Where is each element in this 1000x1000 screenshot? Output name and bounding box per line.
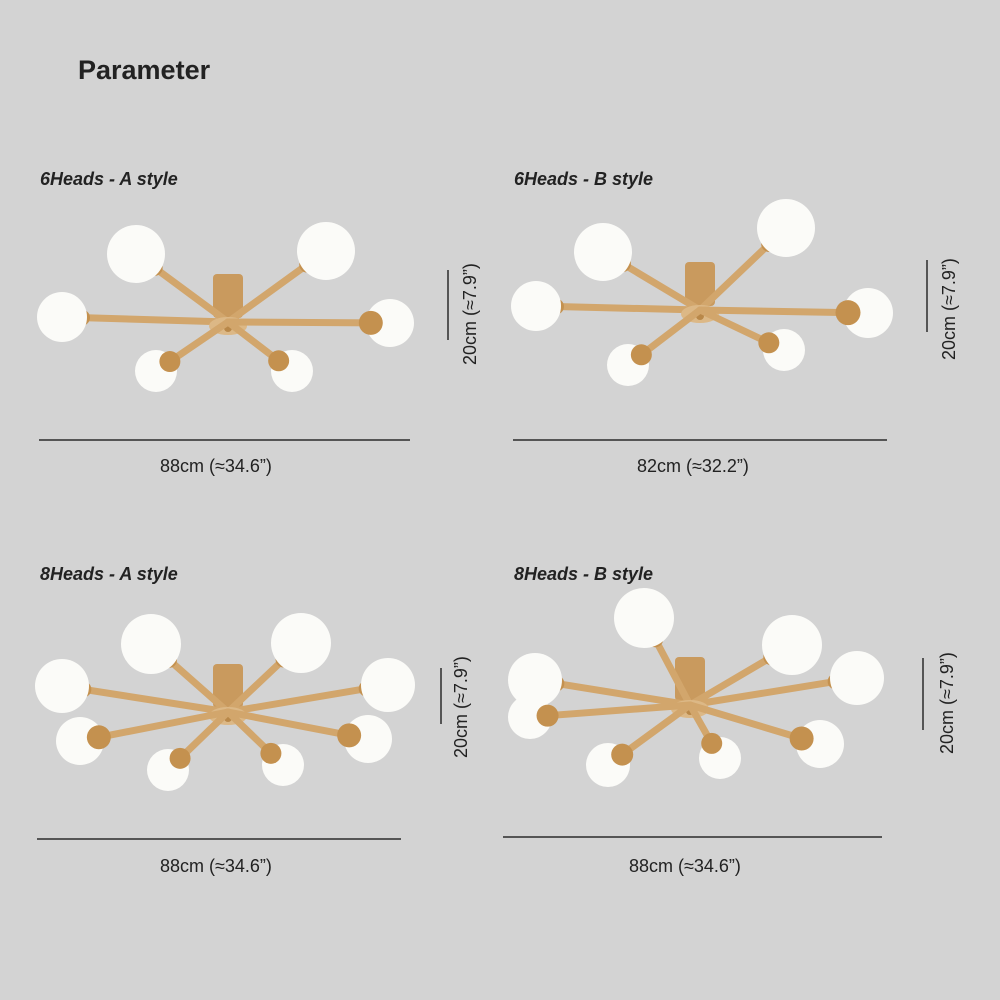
lamp-holder: [536, 704, 559, 727]
glass-globe: [366, 299, 414, 347]
lamp-holder: [337, 723, 362, 748]
lamp-holder: [358, 310, 383, 335]
lamp-holder: [159, 351, 181, 373]
lamp-holder: [758, 332, 780, 354]
glass-globe: [37, 292, 87, 342]
wooden-arm: [176, 708, 232, 762]
wooden-arm: [79, 685, 232, 716]
canopy: [685, 262, 715, 306]
wooden-arm: [686, 677, 840, 709]
glass-globe: [762, 615, 822, 675]
glass-globe: [508, 653, 562, 707]
height-dimension-line: [926, 260, 928, 332]
height-dimension-line: [440, 668, 442, 724]
wooden-arm: [637, 306, 704, 359]
wooden-arm: [544, 701, 694, 720]
wooden-arm: [224, 655, 288, 716]
width-dimension-8a: 88cm (≈34.6”): [160, 856, 272, 876]
variant-label-8a: 8Heads - A style: [40, 564, 178, 584]
glass-globe: [121, 614, 181, 674]
height-dimension-line: [447, 270, 449, 340]
wooden-arm: [224, 261, 311, 326]
width-dimension-6a: 88cm (≈34.6”): [160, 456, 272, 476]
lamp-holder: [611, 743, 634, 766]
variant-label-8b: 8Heads - B style: [514, 564, 654, 584]
lamp-holder: [630, 344, 652, 366]
wooden-arm: [552, 679, 694, 709]
variant-label-6a: 6Heads - A style: [40, 169, 178, 189]
glass-globe: [508, 695, 552, 739]
lamp-holder: [701, 732, 723, 754]
page-title: Parameter: [78, 55, 211, 85]
wooden-arm: [696, 306, 773, 347]
wooden-arm: [166, 318, 232, 366]
glass-globe: [574, 223, 632, 281]
glass-globe: [830, 651, 884, 705]
width-dimension-line: [513, 439, 887, 441]
lamp-holder: [835, 300, 861, 326]
wooden-arm: [686, 701, 806, 742]
glass-globe: [361, 658, 415, 712]
height-dimension-6a: 20cm (≈7.9”): [460, 263, 480, 365]
width-dimension-8b: 88cm (≈34.6”): [629, 856, 741, 876]
height-dimension-line: [922, 658, 924, 730]
glass-globe: [757, 199, 815, 257]
canopy: [213, 274, 243, 318]
wooden-arm: [165, 656, 232, 716]
wooden-arm: [224, 708, 353, 739]
glass-globe: [271, 613, 331, 673]
wooden-arm: [552, 302, 704, 314]
canopy: [213, 664, 243, 708]
wooden-arm: [686, 653, 775, 709]
lamp-holder: [169, 747, 191, 769]
glass-globe: [614, 588, 674, 648]
wooden-arm: [224, 318, 375, 327]
wooden-arm: [95, 708, 232, 741]
lamp-holder: [268, 350, 290, 372]
glass-globe: [297, 222, 355, 280]
glass-globe: [843, 288, 893, 338]
width-dimension-line: [39, 439, 410, 441]
wooden-arm: [224, 318, 283, 365]
wooden-arm: [78, 314, 232, 326]
lamp-holder: [789, 726, 814, 751]
width-dimension-6b: 82cm (≈32.2”): [637, 456, 749, 476]
lamp-holder: [260, 742, 282, 764]
wooden-arm: [651, 635, 694, 709]
wooden-arm: [696, 306, 852, 317]
height-dimension-8a: 20cm (≈7.9”): [451, 656, 471, 758]
wooden-arm: [151, 264, 232, 326]
glass-globe: [107, 225, 165, 283]
height-dimension-8b: 20cm (≈7.9”): [937, 652, 957, 754]
wooden-arm: [618, 701, 694, 759]
height-dimension-6b: 20cm (≈7.9”): [939, 258, 959, 360]
wooden-arm: [224, 685, 371, 716]
lamp-holder: [86, 725, 111, 750]
width-dimension-line: [503, 836, 882, 838]
wooden-arm: [619, 260, 704, 314]
wooden-arm: [696, 240, 773, 314]
glass-globe: [511, 281, 561, 331]
glass-globe: [35, 659, 89, 713]
width-dimension-line: [37, 838, 401, 840]
variant-label-6b: 6Heads - B style: [514, 169, 654, 189]
